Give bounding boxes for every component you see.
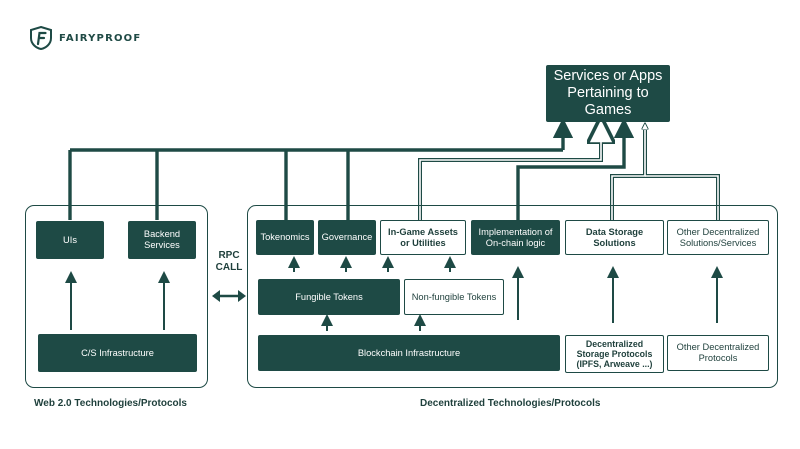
fungible-tokens-node: Fungible Tokens	[258, 279, 400, 315]
web2-caption: Web 2.0 Technologies/Protocols	[34, 398, 187, 409]
onchain-logic-node: Implementation of On-chain logic	[471, 220, 560, 255]
rpc-label-line2: CALL	[215, 262, 243, 273]
services-or-apps-node: Services or Apps Pertaining to Games	[546, 65, 670, 122]
shield-f-icon	[30, 26, 52, 50]
other-protocols-node: Other Decentralized Protocols	[667, 335, 769, 371]
in-game-assets-line	[418, 130, 601, 220]
brand-name: FAIRYPROOF	[59, 32, 142, 44]
decentralized-panel	[247, 205, 778, 388]
cs-infrastructure-node: C/S Infrastructure	[38, 334, 197, 372]
data-storage-node: Data Storage Solutions	[565, 220, 664, 255]
decentralized-caption: Decentralized Technologies/Protocols	[420, 398, 601, 409]
governance-node: Governance	[318, 220, 376, 255]
non-fungible-tokens-node: Non-fungible Tokens	[404, 279, 504, 315]
rpc-label-line1: RPC	[218, 250, 240, 261]
blockchain-infrastructure-node: Blockchain Infrastructure	[258, 335, 560, 371]
uis-node: UIs	[36, 221, 104, 259]
brand-logo: FAIRYPROOF	[30, 26, 141, 50]
dark-bus	[68, 117, 574, 220]
dependency-arrows	[65, 256, 723, 331]
backend-services-node: Backend Services	[128, 221, 196, 259]
web2-panel	[25, 205, 208, 388]
other-solutions-node: Other Decentralized Solutions/Services	[667, 220, 769, 255]
tokenomics-node: Tokenomics	[256, 220, 314, 255]
storage-protocols-node: Decentralized Storage Protocols (IPFS, A…	[565, 335, 664, 373]
onchain-logic-line	[516, 117, 635, 220]
in-game-assets-node: In-Game Assets or Utilities	[380, 220, 466, 255]
rpc-arrow	[212, 290, 246, 302]
rpc-call-label: RPC CALL	[211, 250, 247, 274]
